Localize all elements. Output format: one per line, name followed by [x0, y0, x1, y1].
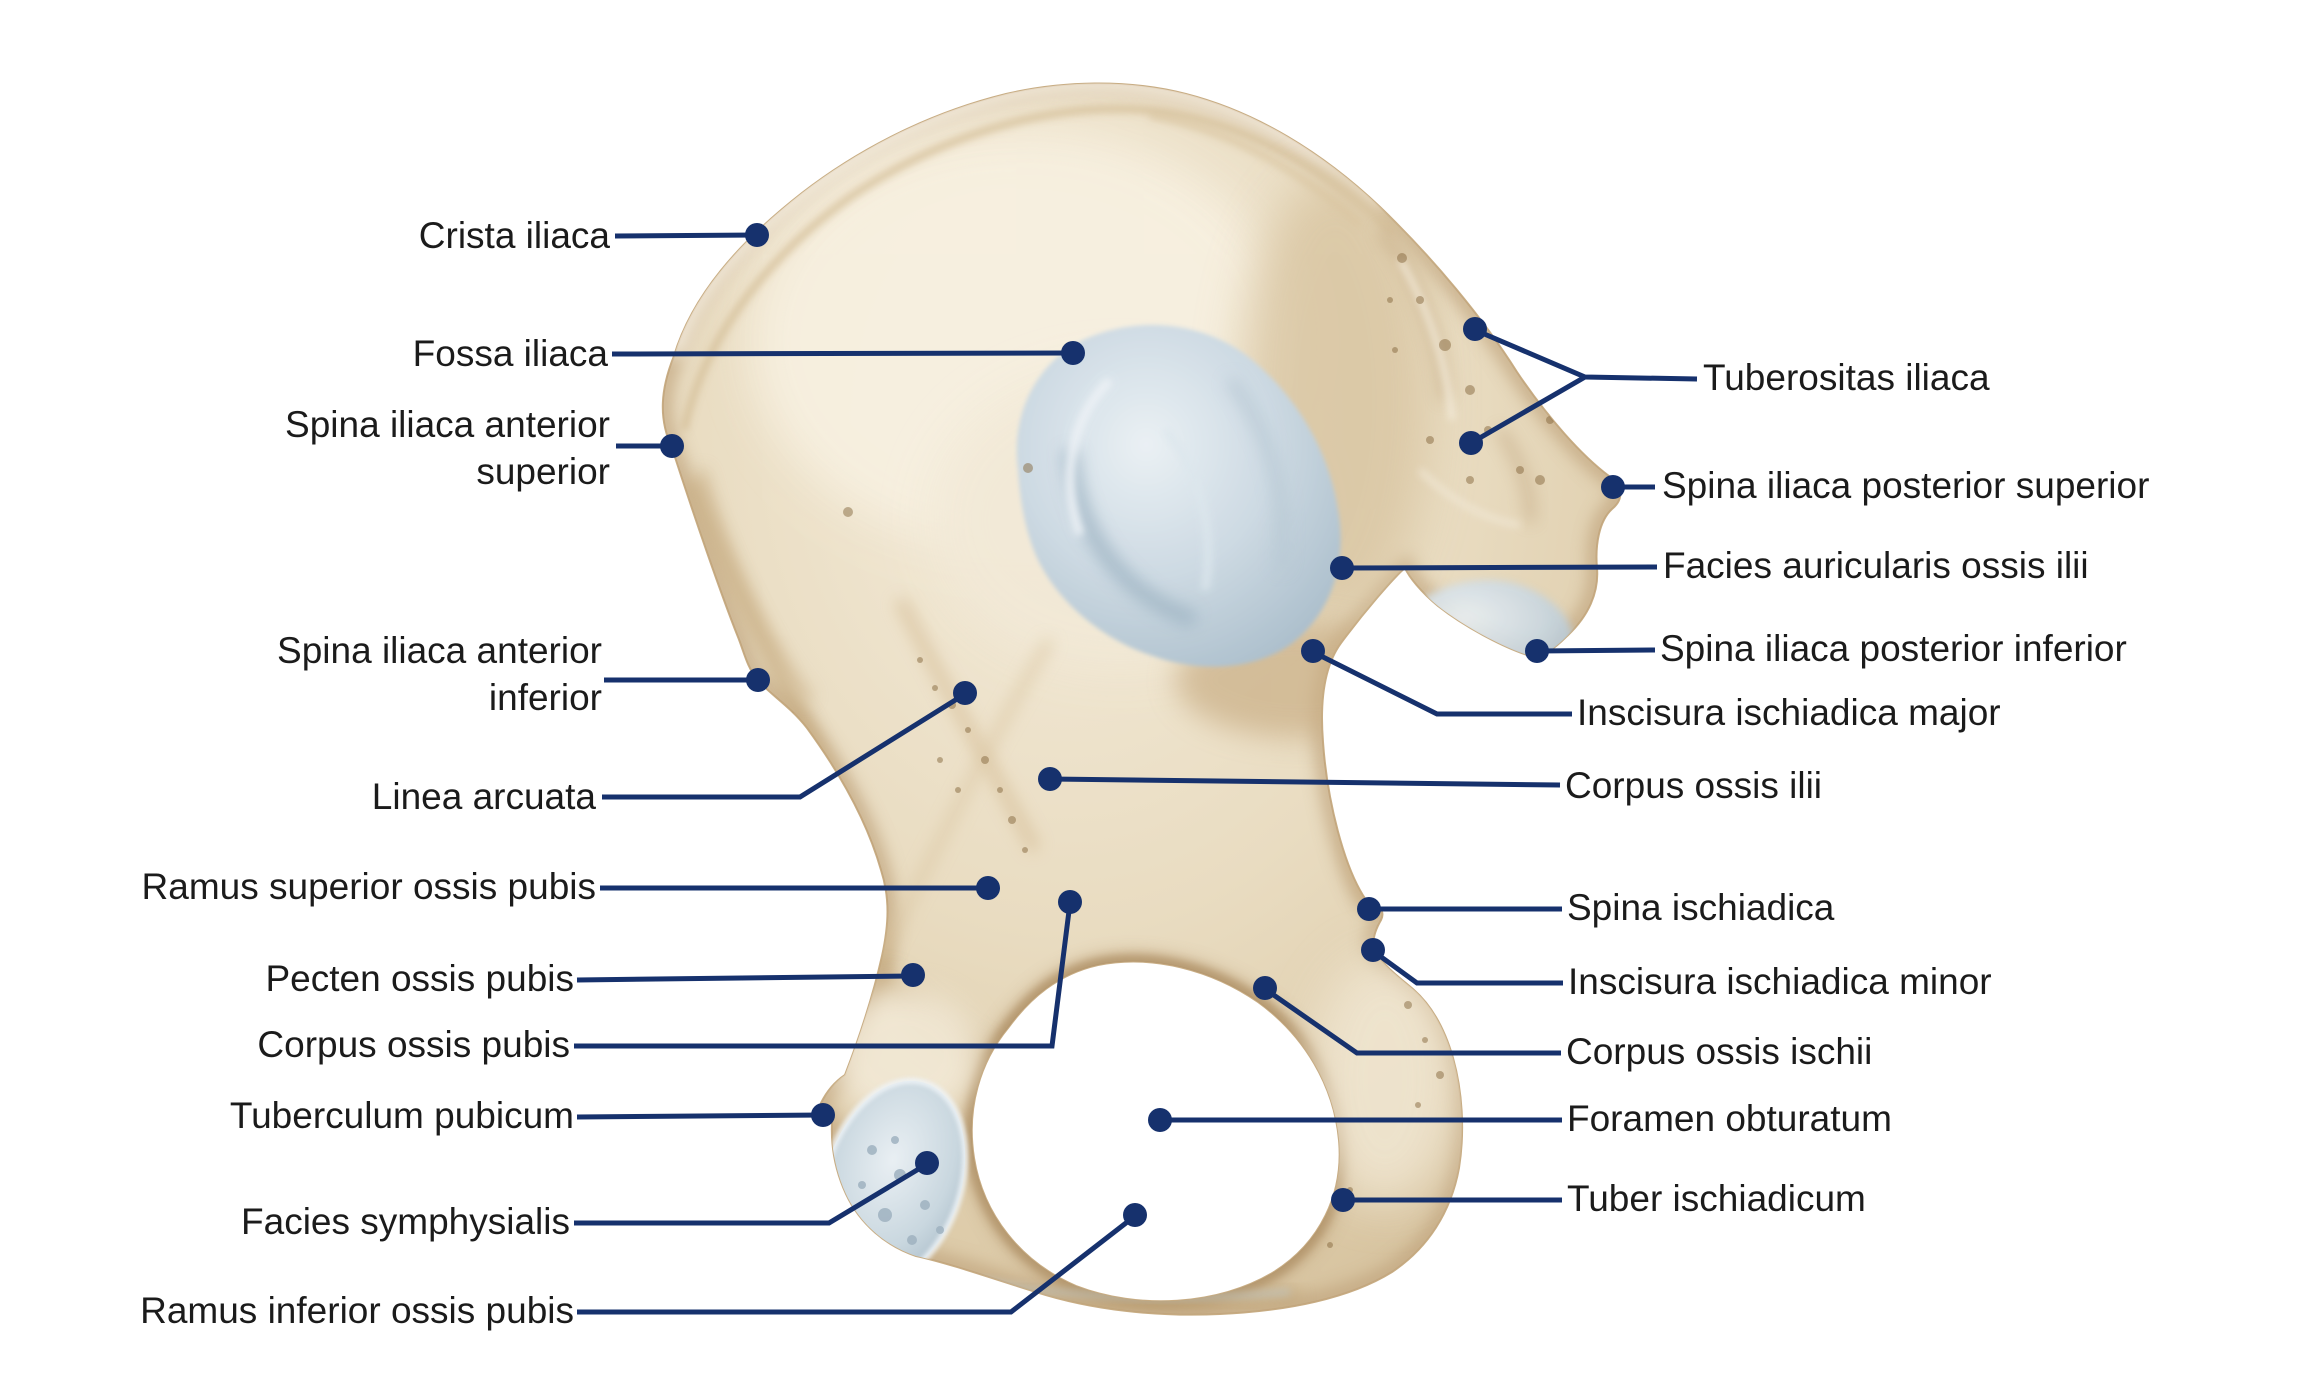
label-tuberculum-pubicum: Tuberculum pubicum — [229, 1095, 574, 1136]
leader-crista-iliaca — [614, 232, 758, 239]
leader-spina-iliaca-posterior-inferior — [1536, 647, 1656, 654]
label-tuber-ischiadicum: Tuber ischiadicum — [1567, 1178, 1866, 1219]
leader-inscisura-major — [1311, 649, 1572, 717]
leader-corpus-ossis-pubis — [574, 902, 1073, 1049]
bone-body — [661, 82, 1622, 1316]
leader-fossa-iliaca — [611, 350, 1074, 357]
leader-lines — [574, 232, 1698, 1315]
leader-dots — [660, 223, 1625, 1227]
label-foramen-obturatum: Foramen obturatum — [1567, 1098, 1892, 1139]
label-fossa-iliaca: Fossa iliaca — [412, 333, 608, 374]
label-tuberositas-iliaca: Tuberositas iliaca — [1703, 357, 1990, 398]
leader-corpus-ossis-ischii — [1263, 986, 1561, 1056]
leader-tuberositas-iliaca-lower — [1469, 374, 1587, 446]
label-linea-arcuata: Linea arcuata — [371, 776, 596, 817]
label-spina-iliaca-anterior-inferior: Spina iliaca anterior inferior — [277, 630, 602, 718]
leader-tuberculum-pubicum — [576, 1112, 824, 1120]
label-corpus-ossis-ischii: Corpus ossis ischii — [1566, 1031, 1873, 1072]
label-crista-iliaca: Crista iliaca — [418, 215, 610, 256]
label-ramus-superior-ossis-pubis: Ramus superior ossis pubis — [141, 866, 596, 907]
leader-corpus-ossis-ilii — [1049, 776, 1561, 788]
label-corpus-ossis-ilii: Corpus ossis ilii — [1565, 765, 1823, 806]
label-pecten-ossis-pubis: Pecten ossis pubis — [265, 958, 574, 999]
auricular-surface — [1016, 325, 1341, 667]
label-corpus-ossis-pubis: Corpus ossis pubis — [257, 1024, 570, 1065]
leader-facies-symphysialis — [574, 1161, 929, 1226]
label-inscisura-ischiadica-minor: Inscisura ischiadica minor — [1568, 961, 1992, 1002]
label-facies-symphysialis: Facies symphysialis — [241, 1201, 570, 1242]
leader-ramus-inferior — [577, 1214, 1137, 1315]
leader-linea-arcuata — [602, 691, 967, 800]
leader-inscisura-minor — [1371, 948, 1563, 986]
label-inscisura-ischiadica-major: Inscisura ischiadica major — [1577, 692, 2001, 733]
label-ramus-inferior-ossis-pubis: Ramus inferior ossis pubis — [140, 1290, 574, 1331]
label-spina-ischiadica: Spina ischiadica — [1567, 887, 1835, 928]
label-spina-iliaca-anterior-superior: Spina iliaca anterior superior — [285, 404, 610, 492]
label-facies-auricularis-ossis-ilii: Facies auricularis ossis ilii — [1663, 545, 2089, 586]
label-spina-iliaca-posterior-inferior: Spina iliaca posterior inferior — [1660, 628, 2127, 669]
leader-pecten — [576, 973, 914, 983]
leader-facies-auricularis — [1341, 564, 1658, 571]
label-spina-iliaca-posterior-superior: Spina iliaca posterior superior — [1662, 465, 2150, 506]
